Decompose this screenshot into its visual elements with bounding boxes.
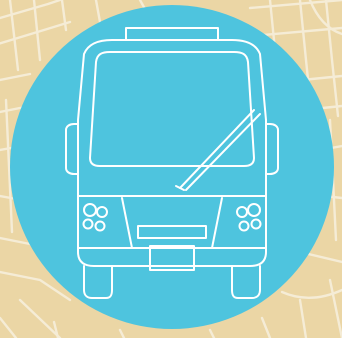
headlight-right-1 <box>247 203 261 217</box>
bus-roof-light <box>125 27 219 41</box>
bus-wheel-left <box>83 265 113 299</box>
bus-panel-left-edge <box>121 197 133 249</box>
headlight-right-3 <box>250 218 262 230</box>
bus-body <box>77 39 267 267</box>
bus-panel-right-edge <box>211 197 223 249</box>
bus-license-plate <box>149 245 195 271</box>
bus-mirror-left <box>65 123 79 175</box>
headlight-right-2 <box>236 206 248 218</box>
bus-wheel-right <box>231 265 261 299</box>
bus-front-icon <box>65 27 279 299</box>
bus-wiper-base <box>175 185 185 191</box>
bus-mirror-right <box>265 123 279 175</box>
headlight-left-1 <box>83 203 97 217</box>
bus-headlights <box>82 203 262 232</box>
headlight-right-4 <box>238 220 250 232</box>
bus-grille <box>137 225 207 239</box>
bus-wiper-right <box>185 113 261 191</box>
headlight-left-3 <box>82 218 94 230</box>
headlight-left-4 <box>94 220 106 232</box>
bus-wiper-left <box>179 109 255 189</box>
headlight-left-2 <box>96 206 108 218</box>
bus-windshield <box>89 51 255 167</box>
